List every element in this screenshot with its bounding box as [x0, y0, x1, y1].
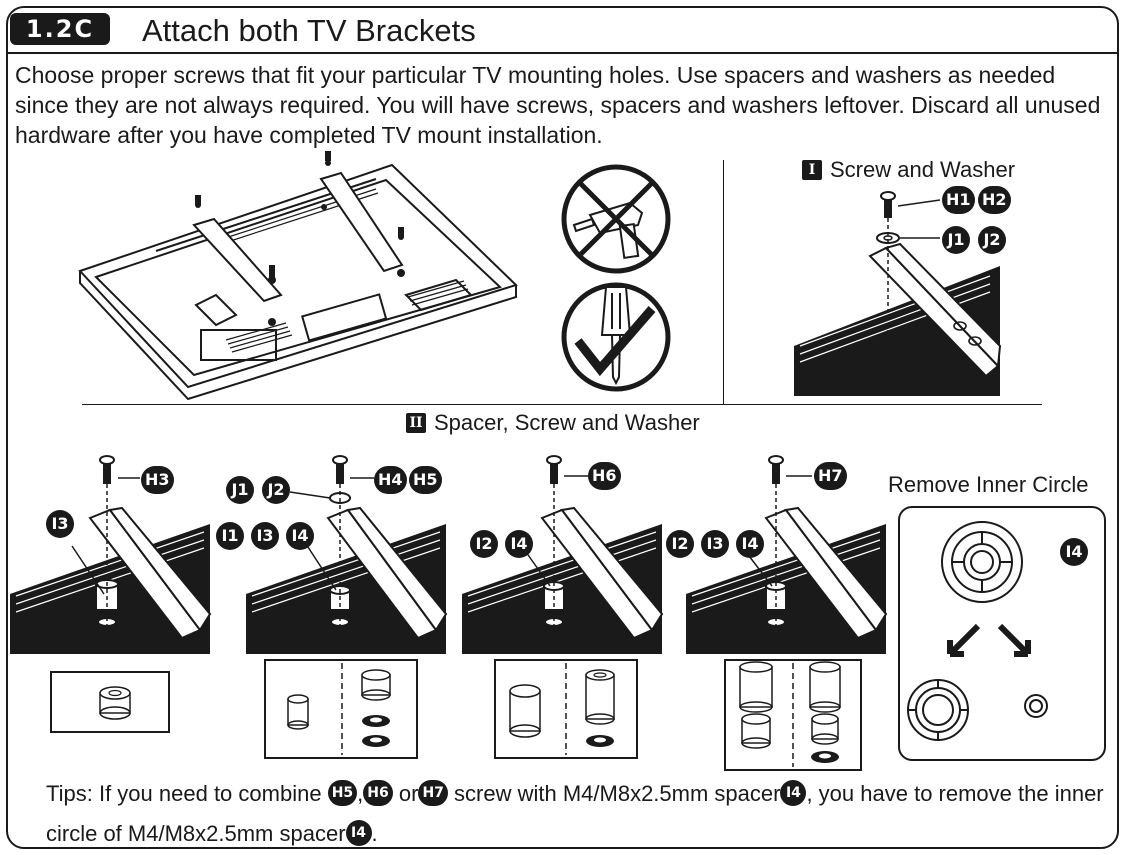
part-badge-h6: H6	[588, 462, 621, 490]
part-badge-h6: H6	[363, 780, 393, 807]
part-badge-i1: I1	[216, 522, 244, 550]
part-badge-j1: J1	[226, 476, 254, 504]
mount-panel-3	[462, 455, 664, 654]
intro-text: Choose proper screws that fit your parti…	[15, 62, 1101, 148]
tv-back-illustration	[78, 151, 518, 401]
part-badge-i3: I3	[251, 522, 279, 550]
mount-panel-2	[246, 455, 448, 654]
section-i-label: I Screw and Washer	[802, 157, 1015, 183]
part-badge-i2: I2	[470, 530, 498, 558]
part-badge-h3: H3	[141, 466, 174, 494]
spacer-detail-box-2	[264, 659, 418, 759]
spacer-detail-box-3	[494, 659, 638, 759]
part-badge-i3: I3	[701, 530, 729, 558]
step-number-badge: 1.2C	[10, 13, 110, 45]
part-badge-j2: J2	[262, 476, 290, 504]
part-badge-i4: I4	[736, 530, 764, 558]
spacer-inner-circle-diagram	[907, 521, 1048, 741]
part-badge-i2: I2	[666, 530, 694, 558]
screw-washer-illustration	[794, 191, 1002, 396]
section-ii-text: Spacer, Screw and Washer	[434, 410, 700, 435]
screwdriver-allowed-icon	[561, 282, 671, 392]
tips-separator: ,	[357, 781, 364, 806]
part-badge-i4: I4	[345, 820, 372, 847]
part-badge-i4: I4	[505, 530, 533, 558]
part-badge-h2: H2	[978, 186, 1011, 214]
part-badge-i4: I4	[286, 522, 314, 550]
part-badge-j1: J1	[942, 226, 970, 254]
part-badge-i4: I4	[780, 780, 807, 807]
vertical-divider	[723, 160, 724, 404]
part-badge-h4: H4	[374, 466, 407, 494]
remove-inner-circle-label: Remove Inner Circle	[888, 472, 1089, 497]
tips-or: or	[398, 781, 419, 806]
page-frame	[6, 6, 1119, 849]
part-badge-i3: I3	[46, 510, 74, 538]
spacer-detail-box-1	[50, 671, 170, 733]
tips-end: .	[371, 821, 378, 846]
part-badge-h1: H1	[942, 186, 975, 214]
mount-panel-4	[686, 455, 888, 654]
spacer-detail-box-4	[724, 659, 862, 771]
horizontal-divider	[82, 404, 1042, 405]
part-badge-h7: H7	[814, 462, 847, 490]
tips-part-1: Tips: If you need to combine	[46, 781, 322, 806]
tips-part-3: , you have to remove the inner circle of…	[46, 781, 1104, 846]
part-badge-h5: H5	[409, 466, 442, 494]
part-badge-i4: I4	[1060, 538, 1088, 566]
page-title: Attach both TV Brackets	[142, 13, 476, 48]
section-i-text: Screw and Washer	[830, 157, 1016, 182]
part-badge-h7: H7	[418, 780, 448, 807]
part-badge-h5: H5	[327, 780, 358, 807]
tips-part-2: screw with M4/M8x2.5mm spacer	[454, 781, 781, 806]
part-badge-j2: J2	[978, 226, 1006, 254]
power-drill-prohibited-icon	[561, 164, 671, 274]
section-ii-label: II Spacer, Screw and Washer	[406, 410, 700, 436]
header-divider	[6, 52, 1119, 54]
remove-inner-circle-box	[898, 506, 1106, 761]
roman-numeral-i: I	[802, 160, 822, 180]
mount-panel-1	[10, 455, 212, 654]
roman-numeral-ii: II	[406, 413, 426, 433]
